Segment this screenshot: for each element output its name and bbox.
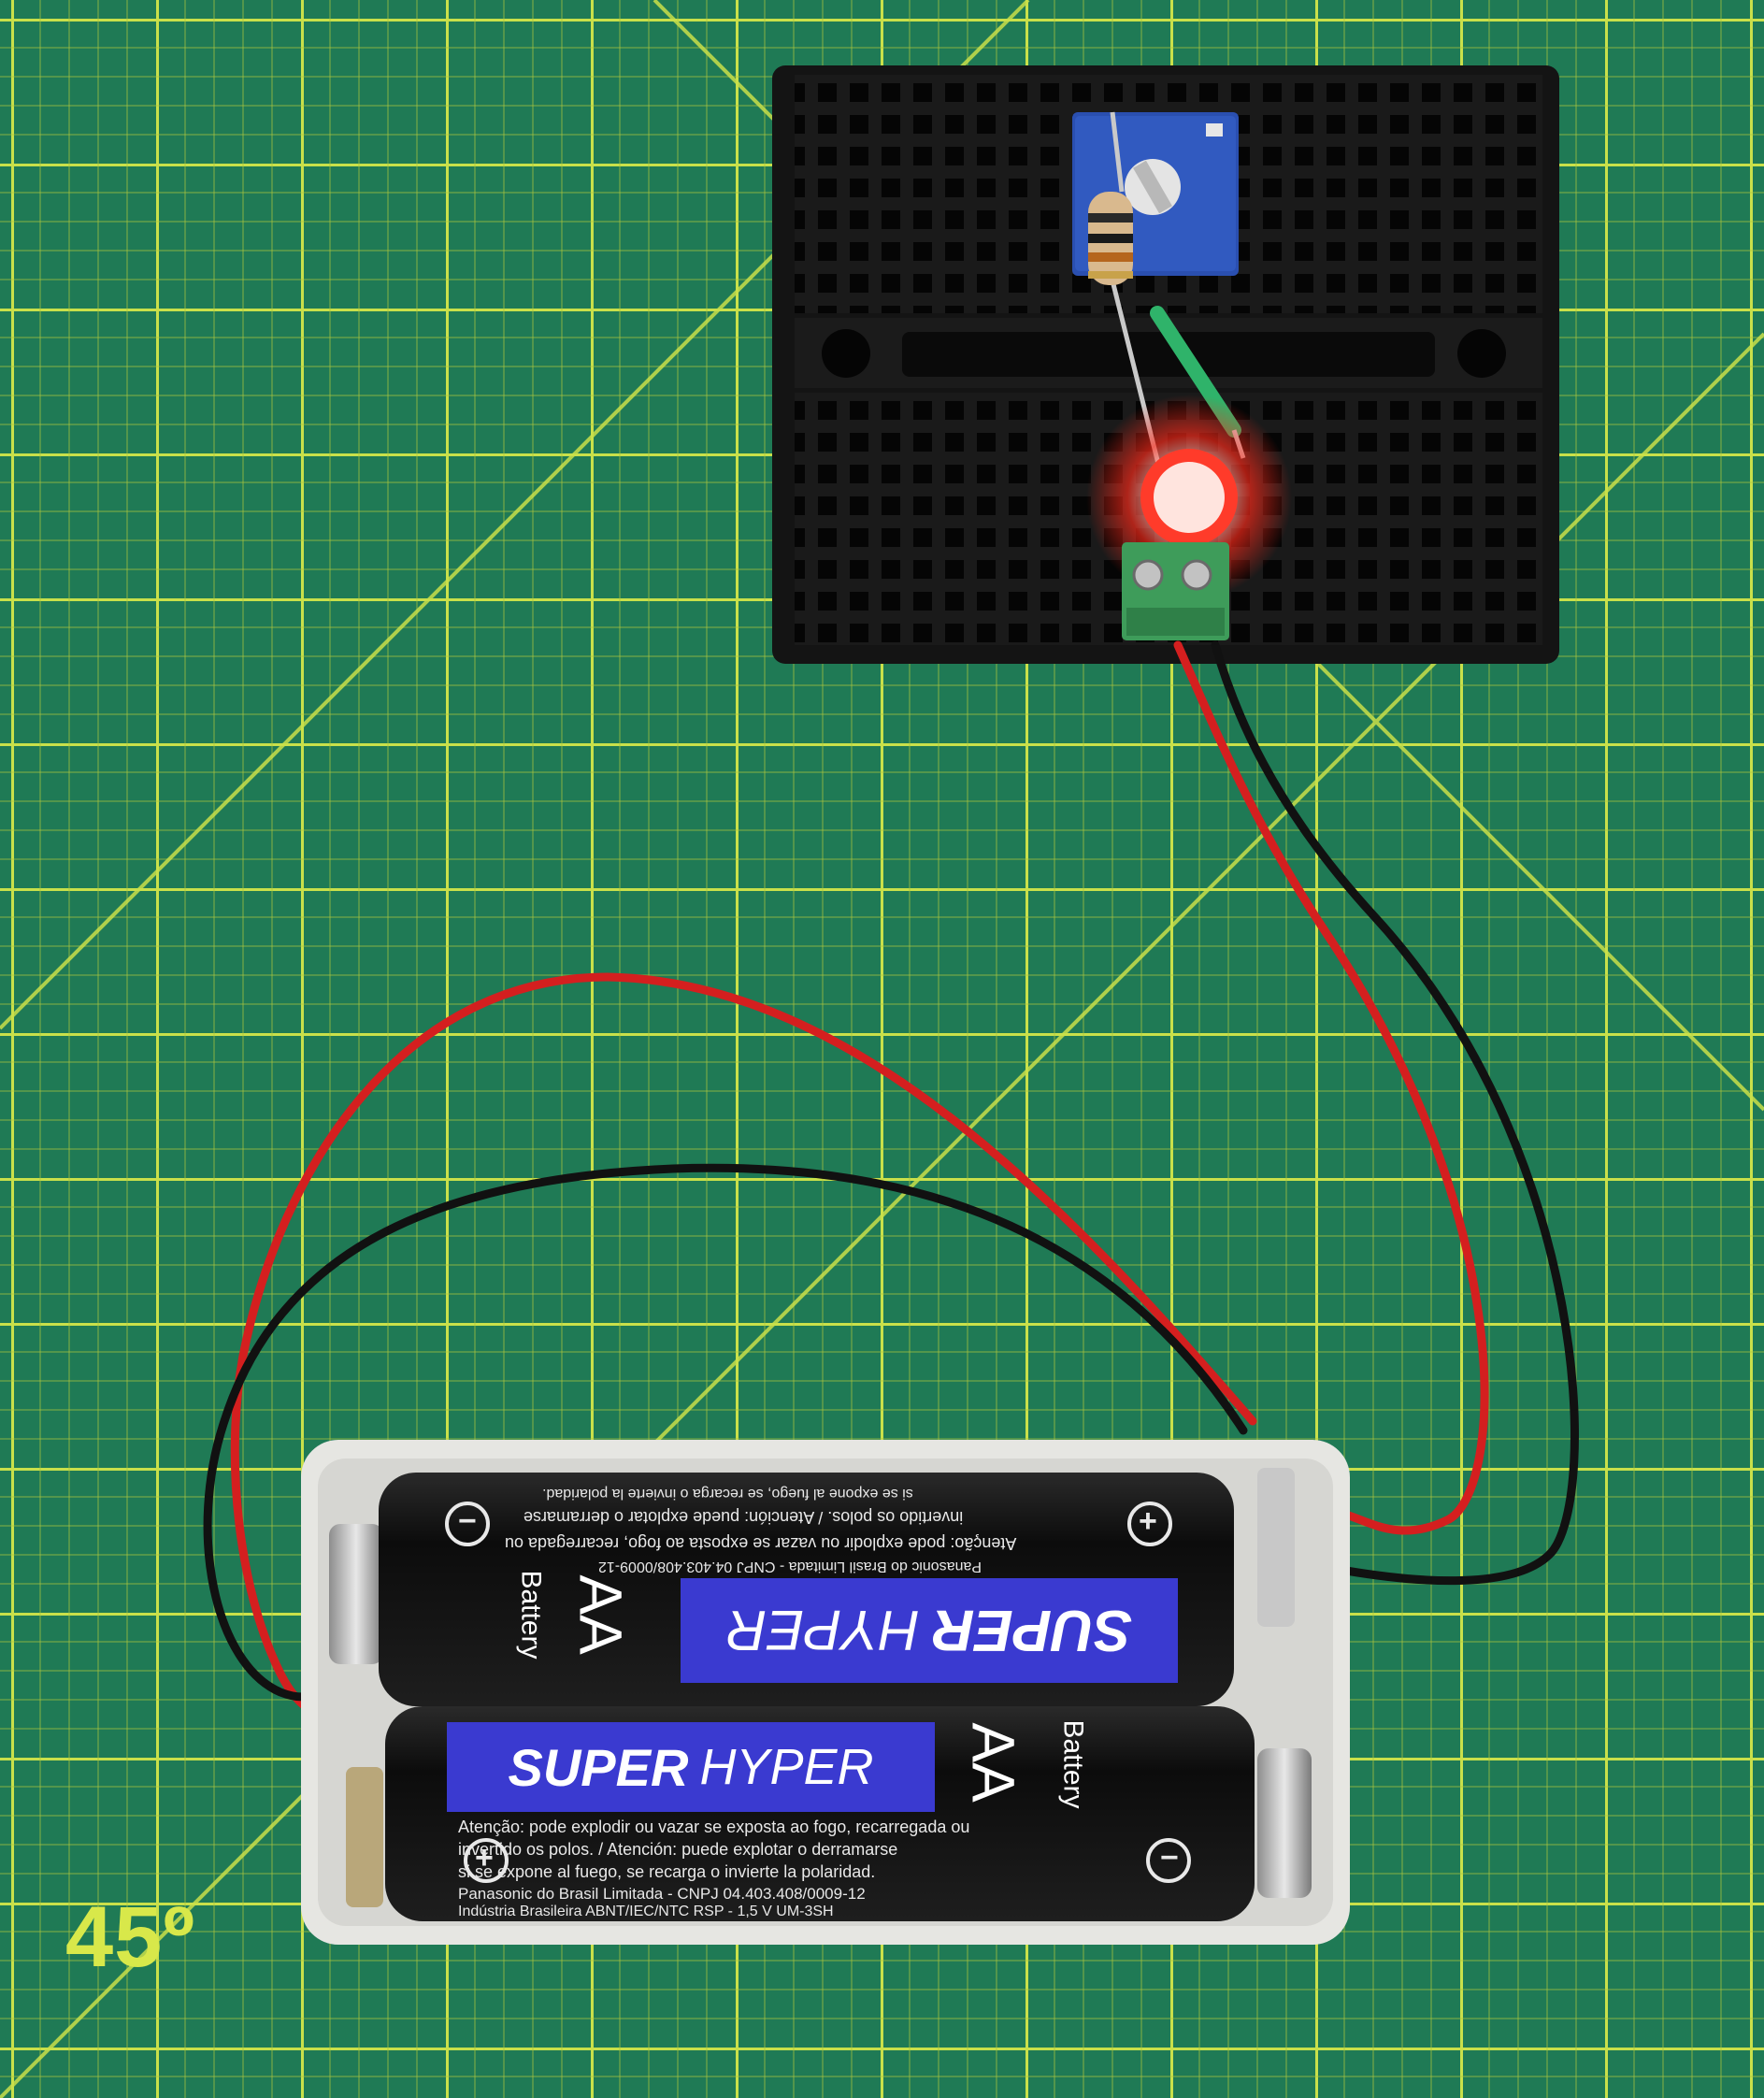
battery-bottom-warning-3: si se expone al fuego, se recarga o invi… (458, 1862, 876, 1881)
battery-bottom-warning-1: Atenção: pode explodir ou vazar se expos… (458, 1818, 970, 1836)
battery-bottom-polarity-plus: + (475, 1840, 494, 1875)
resistor (1088, 111, 1162, 468)
battery-top-warning-4: Panasonic do Brasil Limitada - CNPJ 04.4… (598, 1559, 982, 1574)
battery-bottom-warning-2: invertido os polos. / Atención: puede ex… (458, 1840, 898, 1859)
mat-angle-marking: 45º (65, 1890, 195, 1985)
battery-top-warning-3: si se expone al fuego, se recarga o invi… (542, 1486, 913, 1502)
battery-top-label-group: SUPER HYPER (681, 1578, 1178, 1683)
terminal-block (1122, 542, 1229, 640)
battery-bottom-brand-bold: SUPER (508, 1737, 689, 1797)
battery-bottom-brand-light: HYPER (699, 1739, 874, 1795)
battery-top-brand-bold: SUPER (932, 1598, 1133, 1663)
wire-red-loop (230, 972, 1257, 1720)
flat-contact-top (1257, 1468, 1295, 1627)
wire-red-power (1173, 640, 1489, 1535)
battery-top-warning-1: Atenção: pode explodir ou vazar se expos… (505, 1534, 1017, 1553)
battery-bottom-label-group: SUPER HYPER (447, 1722, 935, 1812)
battery-bottom-polarity-minus: − (1160, 1840, 1179, 1875)
spring-contact-bottom (1257, 1748, 1312, 1898)
flat-contact-bottom (346, 1767, 383, 1907)
battery-top-polarity-plus: + (1139, 1503, 1157, 1539)
battery-top-polarity-minus: − (458, 1503, 477, 1539)
battery-bottom-type: Battery (1057, 1719, 1089, 1809)
battery-top-warning-2: invertido os polos. / Atención: puede ex… (523, 1508, 964, 1527)
battery-top-size: AA (566, 1574, 635, 1655)
battery-bottom-warning-5: Indústria Brasileira ABNT/IEC/NTC RSP - … (458, 1904, 834, 1919)
spring-contact-top (329, 1524, 383, 1664)
battery-bottom-warning-4: Panasonic do Brasil Limitada - CNPJ 04.4… (458, 1885, 866, 1903)
wire-black-loop (203, 1163, 1248, 1702)
battery-bottom-size: AA (959, 1722, 1027, 1803)
battery-top-type: Battery (515, 1570, 547, 1660)
wire-black-power (1211, 640, 1579, 1586)
battery-top-brand-light: HYPER (725, 1599, 920, 1662)
